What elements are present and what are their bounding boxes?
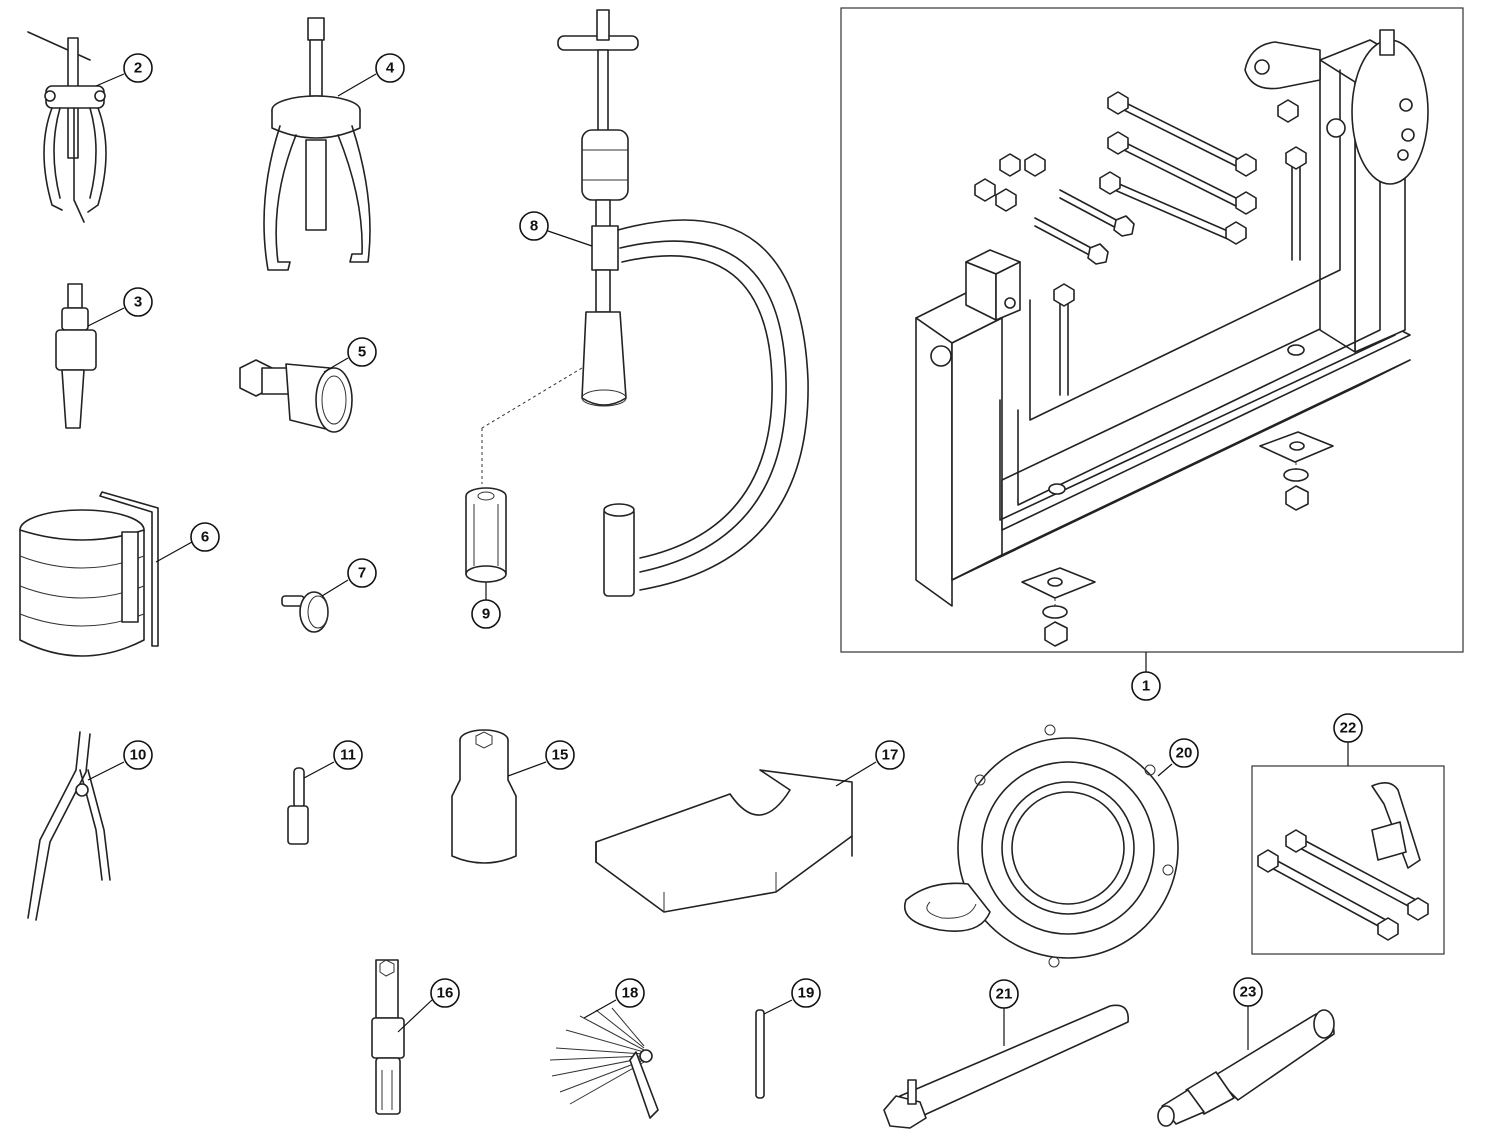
item-20-flywheel-holder [903,724,1179,968]
item-3-slide-puller [55,283,97,429]
callout-label: 17 [882,747,899,764]
callout-label: 15 [552,747,569,764]
item-1-engine-stand [840,7,1464,653]
item-1-bolts [974,91,1307,396]
item-16-plug-socket [371,959,405,1115]
callout-label: 18 [622,985,639,1002]
callout-label: 10 [130,747,147,764]
item-10-circlip-pliers [27,731,111,921]
callout-label: 4 [386,60,395,77]
callout-label: 20 [1176,745,1193,762]
callout-label: 22 [1340,720,1357,737]
callout-label: 16 [437,985,454,1002]
callout-6: 6 [155,522,220,563]
callout-label: 2 [134,60,142,77]
callout-label: 23 [1240,984,1257,1001]
callout-1: 1 [1131,652,1161,701]
callouts: 1 2 3 4 5 6 7 [87,53,1363,1050]
item-19-pin [755,1009,765,1099]
callout-3: 3 [87,287,153,327]
callout-11: 11 [303,740,363,779]
callout-23: 23 [1233,977,1263,1050]
callout-label: 7 [358,565,366,582]
item-11-drift-pin [287,767,309,845]
callout-7: 7 [321,558,377,597]
item-22-bracket-set [1251,765,1445,955]
callout-label: 21 [996,986,1013,1003]
item-15-socket [451,729,517,864]
callout-8: 8 [519,211,593,247]
callout-label: 3 [134,294,142,311]
item-6-ring-compressor [19,491,159,657]
callout-19: 19 [763,978,821,1015]
callout-15: 15 [507,740,575,777]
callout-label: 5 [358,344,366,361]
item-21-pin-spanner [883,1004,1129,1129]
callout-18: 18 [583,978,645,1019]
item-2-gear-puller [27,31,107,223]
item-7-knob-pin [281,591,329,633]
callout-5: 5 [323,337,377,373]
callout-16: 16 [397,978,460,1033]
item-5-threaded-adapter [239,359,353,433]
callout-9: 9 [471,582,501,629]
item-23-bearing-driver [1157,1009,1335,1127]
callout-label: 11 [340,747,356,764]
callout-label: 1 [1142,678,1150,695]
callout-label: 8 [530,218,538,235]
item-8-valve-spring-compressor [481,9,809,597]
item-9-valve-adapter [465,487,507,583]
callout-21: 21 [989,979,1019,1046]
callout-label: 6 [201,529,209,546]
callout-17: 17 [835,740,905,787]
item-18-feeler-gauges [549,1007,659,1119]
item-17-support-block [595,769,853,913]
item-1-frame-box [840,7,1464,653]
item-4-jaw-puller [263,17,371,271]
callout-label: 19 [798,985,815,1002]
callout-22: 22 [1333,713,1363,766]
callout-20: 20 [1157,738,1199,777]
callout-4: 4 [337,53,405,97]
callout-2: 2 [95,53,153,87]
callout-label: 9 [482,606,490,623]
callout-10: 10 [87,740,153,781]
